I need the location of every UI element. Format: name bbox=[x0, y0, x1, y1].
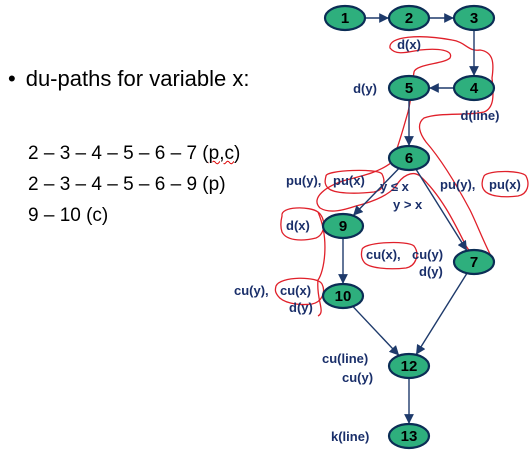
bullet-heading: • du-paths for variable x: bbox=[8, 66, 249, 92]
annotation-pu-x-left: pu(x) bbox=[333, 173, 365, 188]
node-10-shape bbox=[321, 282, 365, 310]
du-path-1: 2 – 3 – 4 – 5 – 6 – 7 (p,c) bbox=[28, 143, 240, 165]
edge-7-12 bbox=[415, 272, 468, 355]
node-1-label: 1 bbox=[341, 10, 349, 27]
annotation-pu-y-right: pu(y), bbox=[440, 177, 475, 192]
node-4: 4 bbox=[452, 74, 496, 102]
du-path-1-mark: p,c bbox=[208, 143, 234, 164]
node-5-shape bbox=[387, 74, 431, 102]
node-6: 6 bbox=[387, 144, 431, 172]
edge-6-9 bbox=[353, 167, 400, 216]
node-13-shape bbox=[387, 422, 431, 450]
node-9: 9 bbox=[321, 212, 365, 240]
node-9-shape bbox=[321, 212, 365, 240]
node-10-label: 10 bbox=[335, 288, 352, 305]
annotation-d-y-5: d(y) bbox=[353, 81, 377, 96]
node-2-shape bbox=[387, 4, 431, 32]
annotation-d-x-9: d(x) bbox=[286, 218, 310, 233]
red-loop-cu-x-7 bbox=[360, 241, 418, 270]
node-2-label: 2 bbox=[405, 10, 413, 27]
node-7-shape bbox=[452, 248, 496, 276]
annotation-d-y-10: d(y) bbox=[289, 300, 313, 315]
node-12: 12 bbox=[387, 352, 431, 380]
node-3-label: 3 bbox=[470, 10, 478, 27]
annotation-cond-gt: y > x bbox=[393, 197, 423, 212]
du-path-3-text: 9 – 10 (c) bbox=[28, 205, 109, 226]
du-path-2: 2 – 3 – 4 – 5 – 6 – 9 (p) bbox=[28, 174, 226, 196]
node-7: 7 bbox=[452, 248, 496, 276]
node-5-label: 5 bbox=[405, 80, 413, 97]
du-path-2-text: 2 – 3 – 4 – 5 – 6 – 9 (p) bbox=[28, 174, 226, 195]
node-3: 3 bbox=[452, 4, 496, 32]
node-5: 5 bbox=[387, 74, 431, 102]
edge-10-12 bbox=[352, 305, 400, 356]
annotation-cu-line-12: cu(line) bbox=[322, 351, 368, 366]
node-1-shape bbox=[323, 4, 367, 32]
node-3-shape bbox=[452, 4, 496, 32]
annotation-cond-le: y ≤ x bbox=[380, 179, 410, 194]
red-loop-cu-x-10 bbox=[274, 277, 325, 306]
annotation-d-line-4: d(line) bbox=[461, 108, 500, 123]
annotation-cu-y-10: cu(y), bbox=[234, 283, 269, 298]
node-4-label: 4 bbox=[470, 80, 479, 97]
node-10: 10 bbox=[321, 282, 365, 310]
red-loop-pu-x-right bbox=[481, 170, 529, 198]
bullet-symbol: • bbox=[8, 66, 16, 91]
node-6-shape bbox=[387, 144, 431, 172]
du-path-1-text: 2 – 3 – 4 – 5 – 6 – 7 ( bbox=[28, 143, 209, 164]
node-13-label: 13 bbox=[401, 428, 418, 445]
node-6-label: 6 bbox=[405, 150, 413, 167]
red-loop-pu-x-left bbox=[324, 169, 385, 194]
du-path-3: 9 – 10 (c) bbox=[28, 205, 108, 227]
annotation-d-x-2: d(x) bbox=[397, 37, 421, 52]
annotation-cu-y-12: cu(y) bbox=[342, 370, 373, 385]
annotation-pu-y-left: pu(y), bbox=[286, 173, 321, 188]
node-9-label: 9 bbox=[339, 218, 347, 235]
node-7-label: 7 bbox=[470, 254, 478, 271]
node-13: 13 bbox=[387, 422, 431, 450]
annotation-pu-x-right: pu(x) bbox=[489, 177, 521, 192]
graph-annotations: d(x) d(y) d(line) pu(y), pu(x) y ≤ x y > x pu(y… bbox=[234, 37, 521, 444]
annotation-k-line-13: k(line) bbox=[331, 429, 369, 444]
edge-6-7 bbox=[415, 168, 468, 251]
node-12-shape bbox=[387, 352, 431, 380]
node-2: 2 bbox=[387, 4, 431, 32]
bullet-text: du-paths for variable x: bbox=[25, 66, 250, 91]
red-loop-9-10 bbox=[317, 211, 326, 317]
annotation-d-y-7: d(y) bbox=[419, 264, 443, 279]
graph-edges bbox=[338, 13, 479, 424]
node-4-shape bbox=[452, 74, 496, 102]
du-path-1-close: ) bbox=[234, 143, 241, 164]
annotation-cu-x-7: cu(x), bbox=[366, 247, 401, 262]
node-12-label: 12 bbox=[401, 358, 418, 375]
node-1: 1 bbox=[323, 4, 367, 32]
red-loop-d-x-9 bbox=[280, 207, 325, 241]
annotation-cu-x-10: cu(x) bbox=[280, 283, 311, 298]
annotation-cu-y-7: cu(y) bbox=[412, 247, 443, 262]
